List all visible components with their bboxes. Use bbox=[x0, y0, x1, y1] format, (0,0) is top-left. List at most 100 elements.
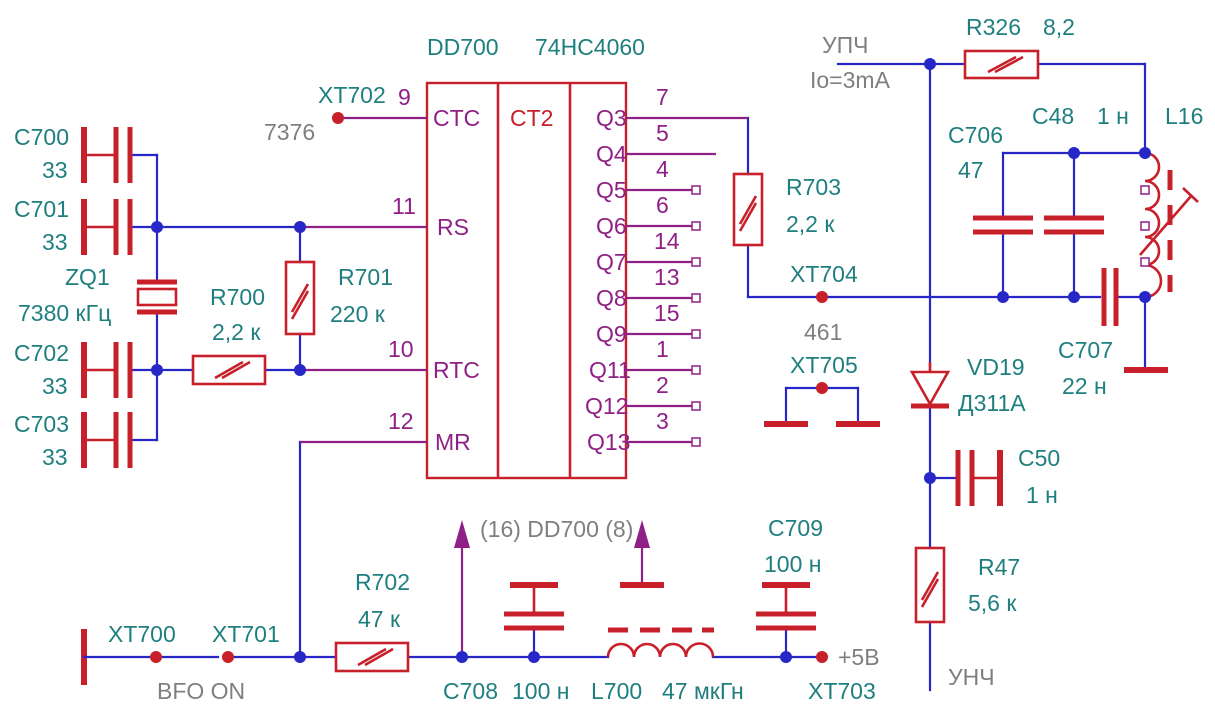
ref-label: R47 bbox=[978, 554, 1020, 580]
connector-xt701: XT701 bbox=[212, 621, 280, 663]
pin-name: MR bbox=[435, 429, 471, 455]
resistor-r703: R703 2,2 к bbox=[732, 172, 841, 247]
resistor-r326: R326 8,2 bbox=[963, 14, 1075, 80]
connector-xt704: XT704 bbox=[790, 261, 858, 303]
xt702-freq: 7376 bbox=[264, 119, 315, 145]
bfo-label: BFO ON bbox=[157, 678, 245, 704]
value-label: 220 к bbox=[330, 301, 386, 327]
io-label: Io=3mA bbox=[810, 67, 891, 93]
ref-label: R702 bbox=[355, 569, 410, 595]
pin-num: 6 bbox=[656, 192, 669, 218]
nc-pin-q11 bbox=[691, 365, 701, 375]
pin-num: 4 bbox=[656, 156, 669, 182]
power-arrows: (16) DD700 (8) bbox=[454, 516, 664, 657]
capacitor-c707: C707 22 н bbox=[1058, 268, 1119, 399]
connector-xt702: XT702 7376 bbox=[264, 82, 386, 145]
pin-name: Q6 bbox=[596, 213, 627, 239]
connector-xt700: XT700 BFO ON bbox=[81, 621, 245, 704]
xt705-label: XT705 bbox=[790, 352, 858, 378]
value-label: 22 н bbox=[1062, 373, 1107, 399]
value-label: 47 bbox=[958, 157, 984, 183]
capacitor-c48: C48 1 н bbox=[1032, 103, 1129, 235]
value-label: Д311А bbox=[958, 390, 1026, 416]
resistor-r700: R700 2,2 к bbox=[191, 284, 267, 386]
capacitor-c701: C701 33 bbox=[14, 196, 133, 255]
ref-label: C701 bbox=[14, 196, 69, 222]
pin-name: RTC bbox=[433, 357, 480, 383]
pin-name: Q5 bbox=[596, 177, 627, 203]
ref-label: C702 bbox=[14, 340, 69, 366]
capacitor-c703: C703 33 bbox=[14, 411, 133, 470]
nc-pin-q12 bbox=[691, 401, 701, 411]
pin-name: Q13 bbox=[587, 429, 630, 455]
pin-name: Q9 bbox=[596, 321, 627, 347]
capacitor-c50: C50 1 н bbox=[955, 445, 1060, 508]
ref-label: C703 bbox=[14, 411, 69, 437]
pin-name: RS bbox=[437, 214, 469, 240]
ref-label: R700 bbox=[210, 284, 265, 310]
value-label: 8,2 bbox=[1043, 14, 1075, 40]
pin-num: 1 bbox=[656, 336, 669, 362]
value-label: 47 мкГн bbox=[662, 678, 744, 704]
pin-num: 3 bbox=[656, 408, 669, 434]
value-label: 47 к bbox=[358, 606, 401, 632]
ref-label: C706 bbox=[948, 122, 1003, 148]
value-label: 100 н bbox=[512, 678, 569, 704]
inductor-l16: L16 bbox=[1139, 103, 1203, 299]
diode-vd19: VD19 Д311А bbox=[909, 354, 1026, 416]
pin-num: 14 bbox=[654, 228, 680, 254]
ref-label: C50 bbox=[1018, 445, 1060, 471]
value-label: 33 bbox=[42, 444, 68, 470]
pin-num: 11 bbox=[392, 193, 416, 219]
pin-num: 7 bbox=[656, 84, 669, 110]
nc-pin-q8 bbox=[691, 293, 701, 303]
value-label: 33 bbox=[42, 157, 68, 183]
connector-xt703: +5В XT703 bbox=[808, 644, 880, 704]
capacitor-c708: C708 100 н bbox=[443, 582, 569, 704]
chip-function: CT2 bbox=[510, 105, 553, 131]
ref-label: R701 bbox=[338, 264, 393, 290]
nc-pin-q9 bbox=[691, 329, 701, 339]
capacitor-c702: C702 33 bbox=[14, 340, 133, 399]
power-pins-label: (16) DD700 (8) bbox=[480, 516, 633, 542]
ref-label: R326 bbox=[966, 14, 1021, 40]
nc-pin-q5 bbox=[691, 185, 701, 195]
unch-label: УНЧ bbox=[948, 664, 995, 690]
pin-num: 15 bbox=[654, 300, 680, 326]
ref-label: C48 bbox=[1032, 103, 1074, 129]
ref-label: L700 bbox=[591, 678, 642, 704]
tap bbox=[1140, 185, 1150, 195]
value-label: 2,2 к bbox=[212, 319, 261, 345]
value-label: 1 н bbox=[1026, 482, 1058, 508]
ref-label: VD19 bbox=[967, 354, 1025, 380]
pin-name: Q8 bbox=[596, 285, 627, 311]
pin-name: Q11 bbox=[589, 357, 631, 383]
value-label: 33 bbox=[42, 229, 68, 255]
pin-num: 13 bbox=[654, 264, 680, 290]
xt701-label: XT701 bbox=[212, 621, 280, 647]
ref-label: C708 bbox=[443, 678, 498, 704]
value-label: 7380 кГц bbox=[18, 300, 111, 326]
xt704-label: XT704 bbox=[790, 261, 858, 287]
crystal-zq1: ZQ1 7380 кГц bbox=[18, 264, 178, 326]
ref-label: L16 bbox=[1165, 103, 1203, 129]
xt703-label: XT703 bbox=[808, 678, 876, 704]
capacitor-c706: C706 47 bbox=[948, 122, 1033, 235]
plus5v-label: +5В bbox=[838, 644, 880, 670]
tap bbox=[1140, 257, 1150, 267]
resistor-r701: R701 220 к bbox=[284, 260, 393, 336]
value-label: 5,6 к bbox=[968, 590, 1017, 616]
ref-label: R703 bbox=[786, 174, 841, 200]
capacitor-c709: C709 100 н bbox=[756, 515, 823, 631]
inductor-l700: L700 47 мкГн bbox=[591, 627, 744, 704]
value-label: 1 н bbox=[1097, 103, 1129, 129]
pin-name: Q7 bbox=[596, 249, 627, 275]
pin-num: 9 bbox=[398, 84, 411, 110]
tap bbox=[1140, 221, 1150, 231]
value-label: 100 н bbox=[764, 551, 821, 577]
value-label: 2,2 к bbox=[786, 211, 835, 237]
ref-label: C700 bbox=[14, 124, 69, 150]
pin-num: 10 bbox=[388, 336, 414, 362]
pin-name: Q4 bbox=[596, 141, 627, 167]
chip-part: 74HC4060 bbox=[535, 34, 645, 60]
